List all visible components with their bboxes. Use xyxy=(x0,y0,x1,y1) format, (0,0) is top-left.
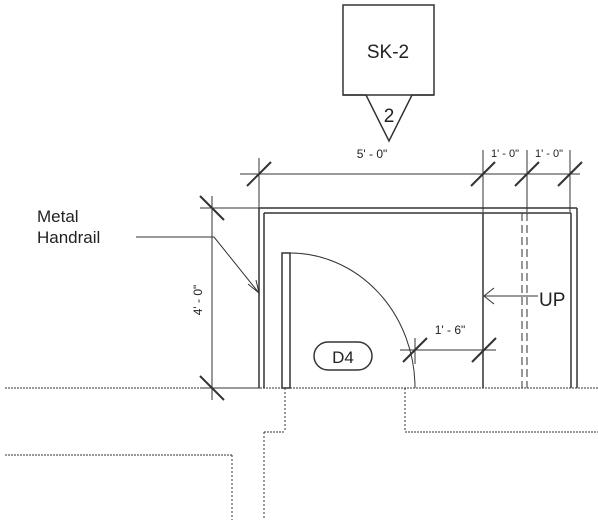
dimension-width-overall: 5' - 0" xyxy=(357,147,388,161)
wall-outline xyxy=(258,207,578,388)
tick-mark xyxy=(514,161,540,187)
door-leaf xyxy=(281,252,291,389)
handrail-callout: Metal Handrail xyxy=(37,207,260,295)
tick-mark xyxy=(557,161,583,187)
handrail-label-line2: Handrail xyxy=(37,228,100,247)
dimension-width-right-1: 1' - 0" xyxy=(491,148,519,160)
door-tag[interactable]: D4 xyxy=(313,341,373,371)
door-tag-shape xyxy=(313,341,373,371)
dimension-height: 4' - 0" xyxy=(191,285,205,316)
site-lines xyxy=(5,387,598,520)
section-marker-sheet: SK-2 xyxy=(367,42,409,63)
up-arrow-head xyxy=(483,287,495,305)
tick-mark xyxy=(470,161,496,187)
stair: UP xyxy=(482,213,565,388)
tick-mark xyxy=(402,337,428,363)
door[interactable] xyxy=(281,252,416,389)
handrail-label-line1: Metal xyxy=(37,207,79,226)
tick-mark xyxy=(199,195,225,221)
stair-direction-label: UP xyxy=(539,290,565,311)
door-swing-arc xyxy=(289,252,416,389)
tick-mark xyxy=(246,161,272,187)
dimension-width-right-2: 1' - 0" xyxy=(535,148,563,160)
handrail-leader-arrow xyxy=(247,279,260,295)
section-marker-number: 2 xyxy=(384,106,395,127)
tick-mark xyxy=(471,337,497,363)
door-tag-label: D4 xyxy=(332,348,354,367)
clearance-dimension: 1' - 6" xyxy=(400,323,497,364)
top-dimension-string: 5' - 0" 1' - 0" 1' - 0" xyxy=(240,147,583,212)
left-dimension-string: 4' - 0" xyxy=(191,195,260,401)
handrail-leader xyxy=(136,236,260,294)
section-marker[interactable]: SK-2 2 xyxy=(342,4,435,143)
dimension-clearance: 1' - 6" xyxy=(435,323,466,337)
